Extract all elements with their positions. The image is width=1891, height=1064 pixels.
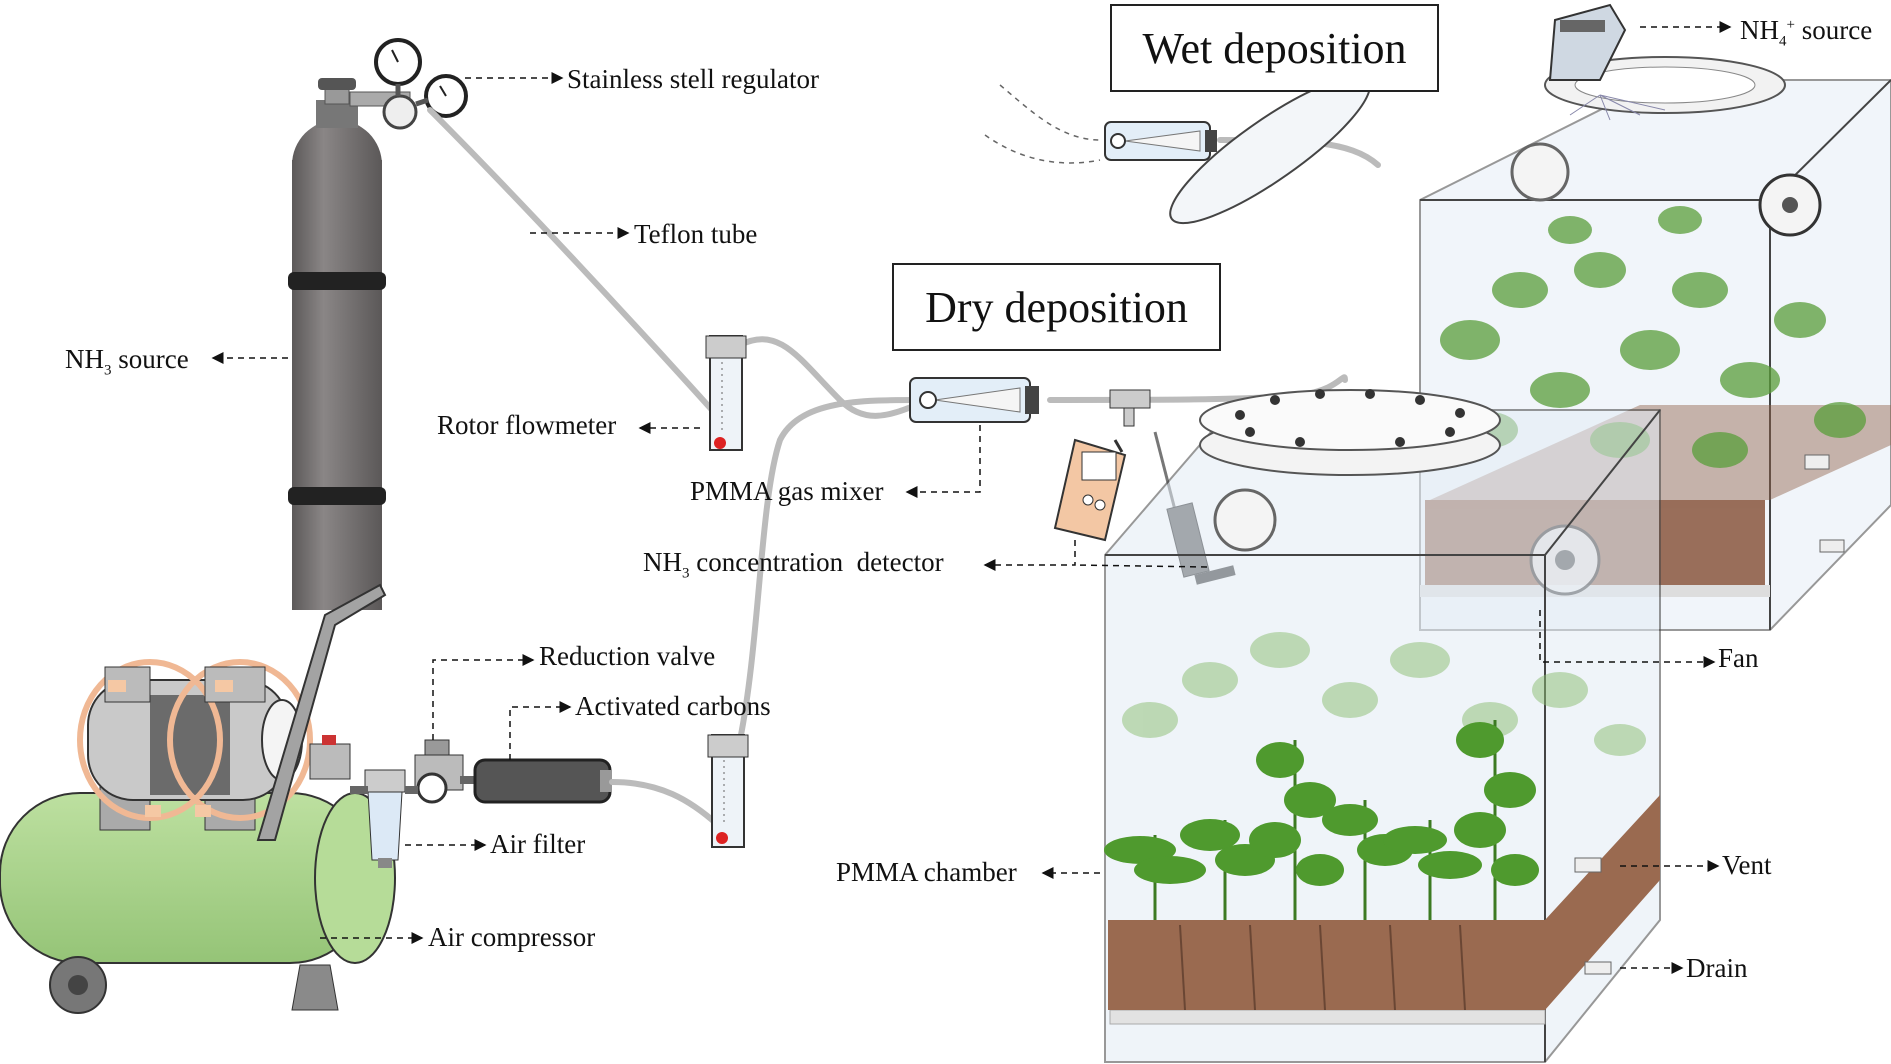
activated-carbons-label: Activated carbons [575,691,771,721]
air-filter [350,769,406,868]
activated-carbons [473,758,612,804]
pmma-chamber-label: PMMA chamber [836,857,1017,887]
rotor-flowmeter-upper [705,335,747,451]
drain-label: Drain [1686,953,1748,983]
reduction-valve [405,739,478,804]
stainless-regulator [349,38,468,130]
wet-airflow-lines [984,84,1101,164]
air-filter-label: Air filter [490,829,586,859]
rotor-flowmeter-label: Rotor flowmeter [437,410,617,440]
wet-deposition-title: Wet deposition [1110,4,1439,92]
nh4-source-label: NH4+ source [1740,15,1873,50]
dry-deposition-text: Dry deposition [925,282,1188,332]
air-compressor-label: Air compressor [428,922,596,952]
wet-deposition-text: Wet deposition [1142,23,1407,73]
fan-label: Fan [1718,643,1759,673]
regulator-label: Stainless stell regulator [567,64,819,94]
nh3-source-label: NH3 source [65,344,189,379]
nh3-cylinder [288,78,386,610]
vent-label: Vent [1722,850,1772,880]
dry-deposition-title: Dry deposition [892,263,1221,351]
rotor-flowmeter-lower [707,734,749,848]
teflon-label: Teflon tube [634,219,758,249]
dry-deposition-chamber [1104,389,1661,1063]
wet-gas-mixer [1104,121,1217,161]
nh3-detector [1053,438,1127,542]
leader-lines [211,21,1732,974]
pmma-gas-mixer [909,377,1151,427]
nh3-detector-label: NH3 concentration detector [643,547,944,582]
reduction-valve-label: Reduction valve [539,641,716,671]
air-compressor [0,583,396,1014]
pmma-gas-mixer-label: PMMA gas mixer [690,476,884,506]
